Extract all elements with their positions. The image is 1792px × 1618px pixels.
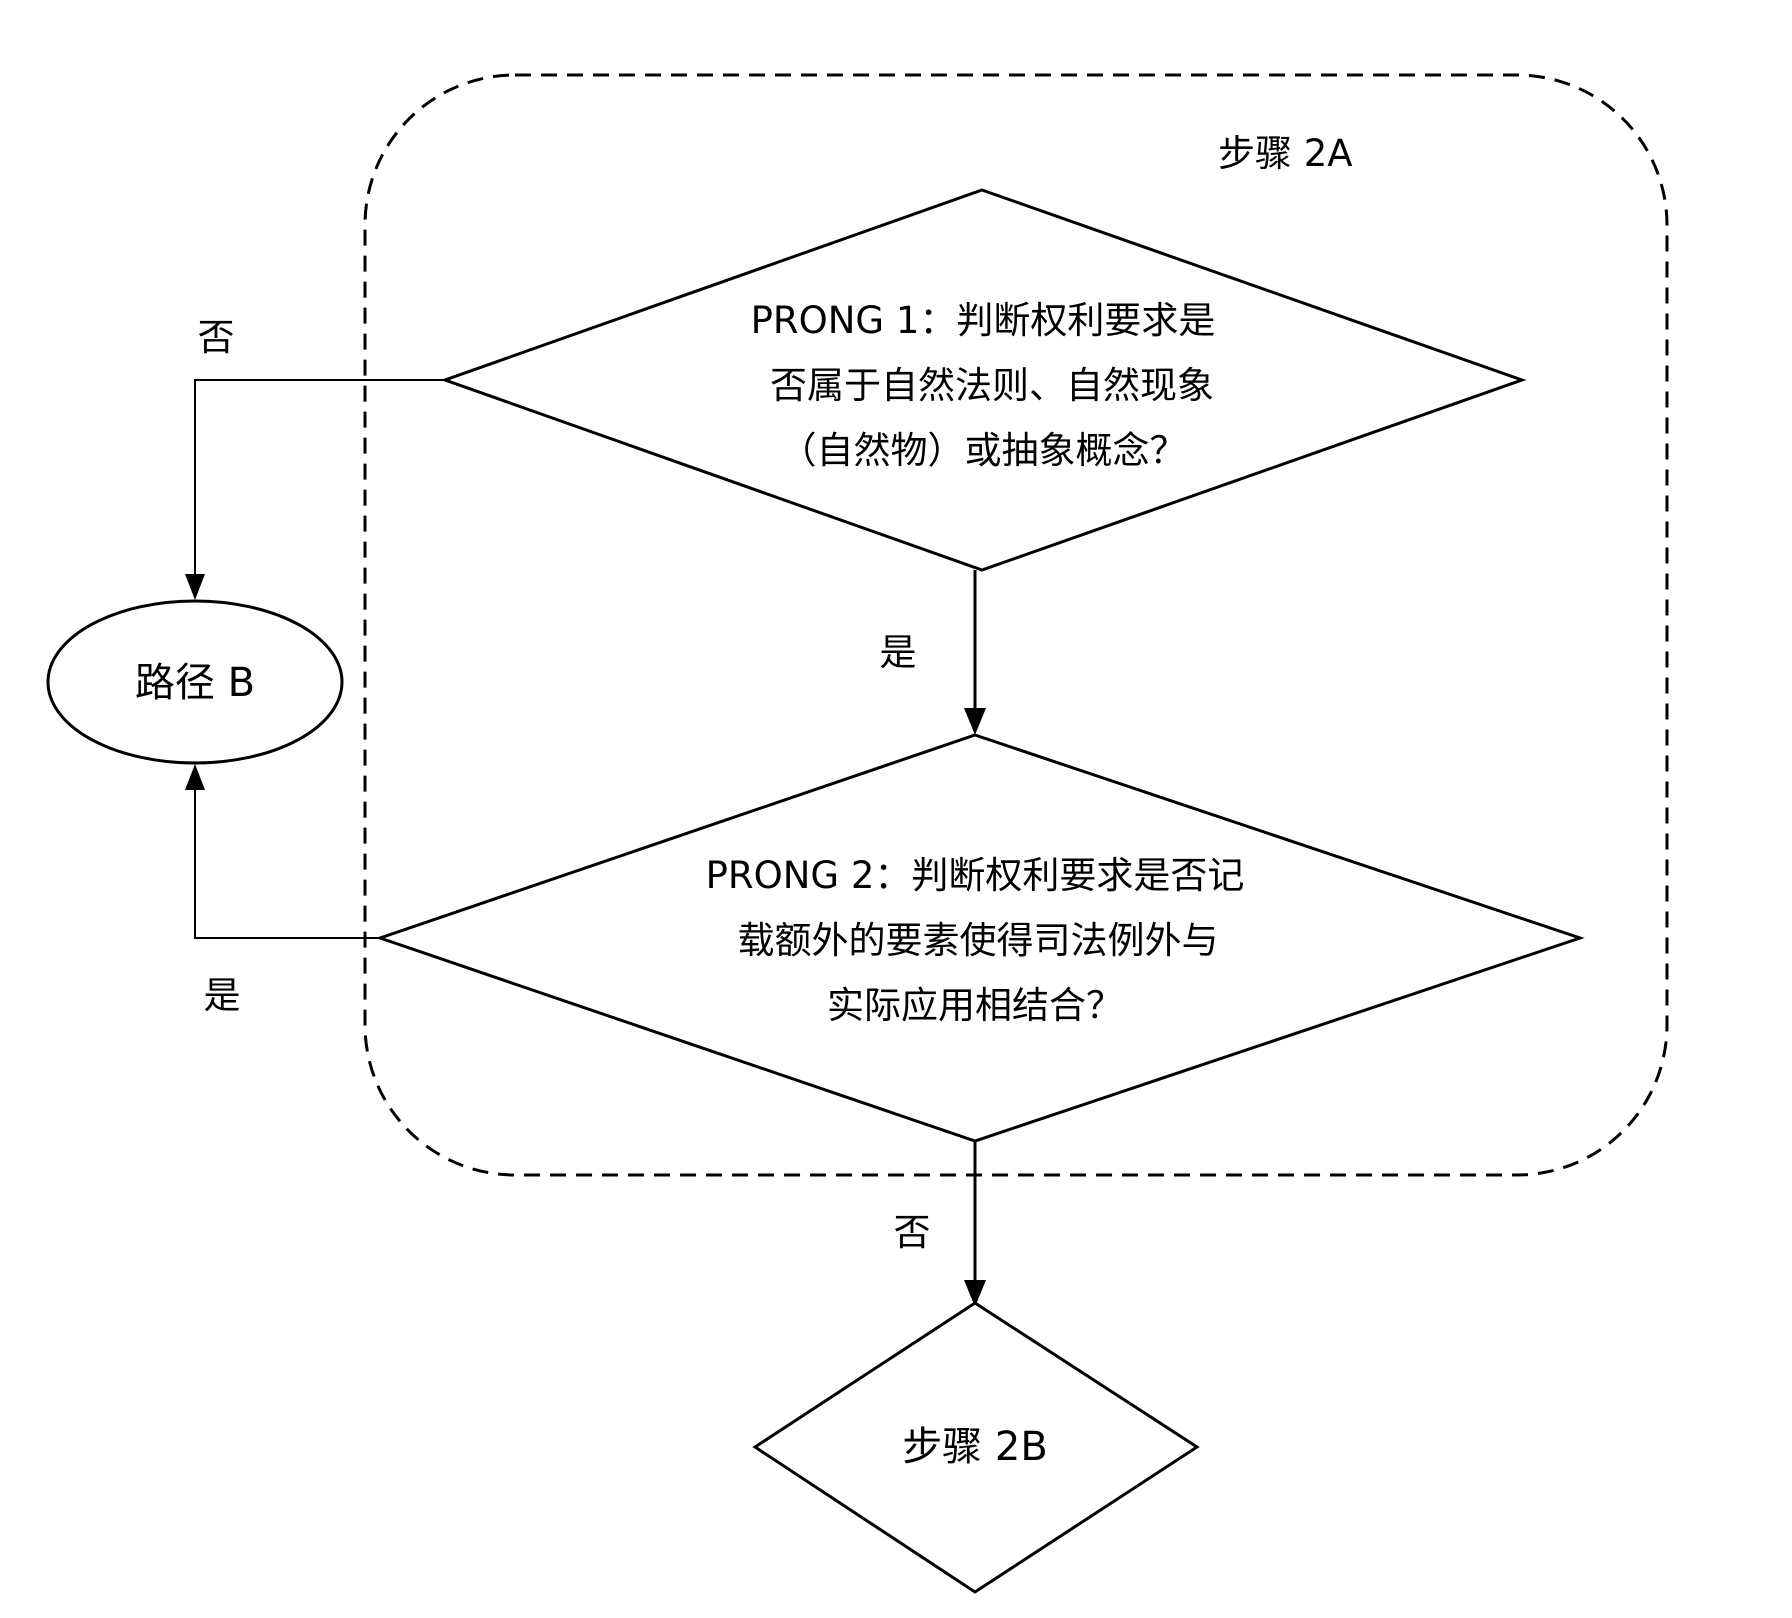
edge-prong2-to-path-b xyxy=(194,784,380,939)
edge-prong2-to-path-b-label: 是 xyxy=(204,974,241,1017)
prong1-text-line-2: 否属于自然法则、自然现象 xyxy=(770,364,1214,407)
step-2b-label: 步骤 2B xyxy=(902,1424,1048,1470)
edge-prong2-to-step-2b-label: 否 xyxy=(894,1211,931,1254)
path-b-terminal-node xyxy=(46,599,344,765)
step-2b-decision-node xyxy=(752,1301,1200,1594)
prong1-text-line-1: PRONG 1：判断权利要求是 xyxy=(751,299,1216,342)
edge-prong2-to-step-2b-arrowhead xyxy=(964,1280,986,1307)
prong2-text-line-1: PRONG 2：判断权利要求是否记 xyxy=(706,854,1245,897)
prong1-text-line-3: （自然物）或抽象概念？ xyxy=(780,429,1187,472)
prong1-decision-node xyxy=(440,188,1527,572)
edge-prong1-to-prong2-label: 是 xyxy=(880,631,917,674)
prong2-text-line-3: 实际应用相结合？ xyxy=(827,984,1123,1027)
step-2a-group-frame xyxy=(363,73,1669,1177)
edge-prong2-to-path-b-arrowhead xyxy=(185,764,205,790)
step-2a-group-label: 步骤 2A xyxy=(1218,132,1353,175)
edge-prong1-to-path-b-arrowhead xyxy=(185,574,205,600)
path-b-label: 路径 B xyxy=(135,660,255,706)
edge-prong1-to-path-b xyxy=(194,379,445,584)
prong2-decision-node xyxy=(375,733,1585,1143)
edge-prong1-to-path-b-label: 否 xyxy=(198,316,235,359)
edge-prong1-to-prong2-arrowhead xyxy=(964,708,986,735)
prong2-text-line-2: 载额外的要素使得司法例外与 xyxy=(738,919,1219,962)
